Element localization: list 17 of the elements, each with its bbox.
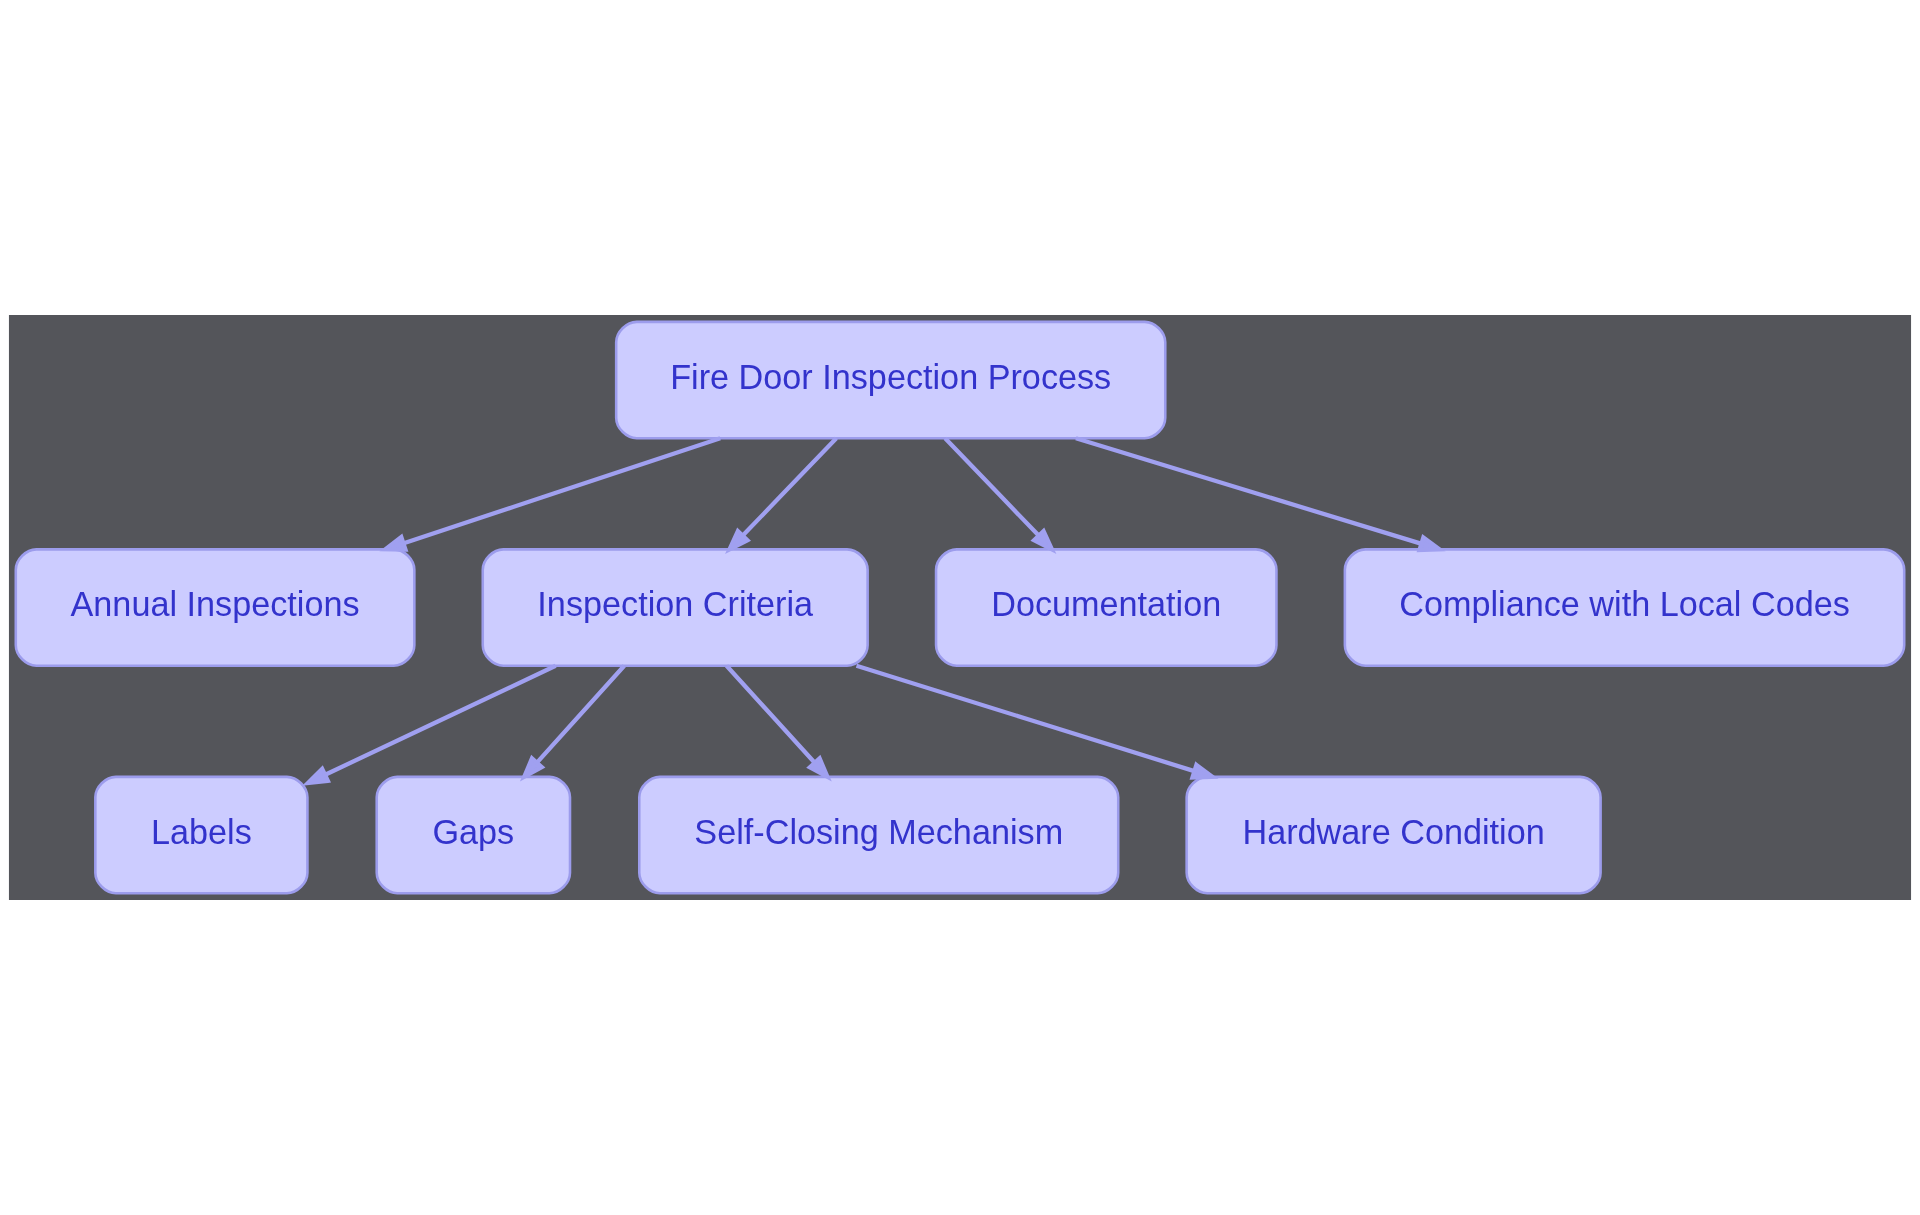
arrow <box>1075 436 1446 553</box>
node-box: Fire Door Inspection Process <box>614 320 1167 440</box>
arrow <box>302 663 557 786</box>
node-box: Annual Inspections <box>14 548 416 667</box>
arrow <box>725 436 838 554</box>
node-box: Inspection Criteria <box>481 548 869 667</box>
node-box: Hardware Condition <box>1185 775 1602 895</box>
node-box: Self-Closing Mechanism <box>638 775 1120 895</box>
arrow <box>519 664 626 782</box>
node-box: Compliance with Local Codes <box>1343 548 1906 667</box>
arrow <box>724 664 832 782</box>
arrow <box>855 663 1219 780</box>
arrow <box>943 436 1057 554</box>
node-box: Gaps <box>375 775 572 895</box>
node-box: Documentation <box>934 548 1278 667</box>
arrow <box>379 436 721 552</box>
node-box: Labels <box>94 775 309 895</box>
